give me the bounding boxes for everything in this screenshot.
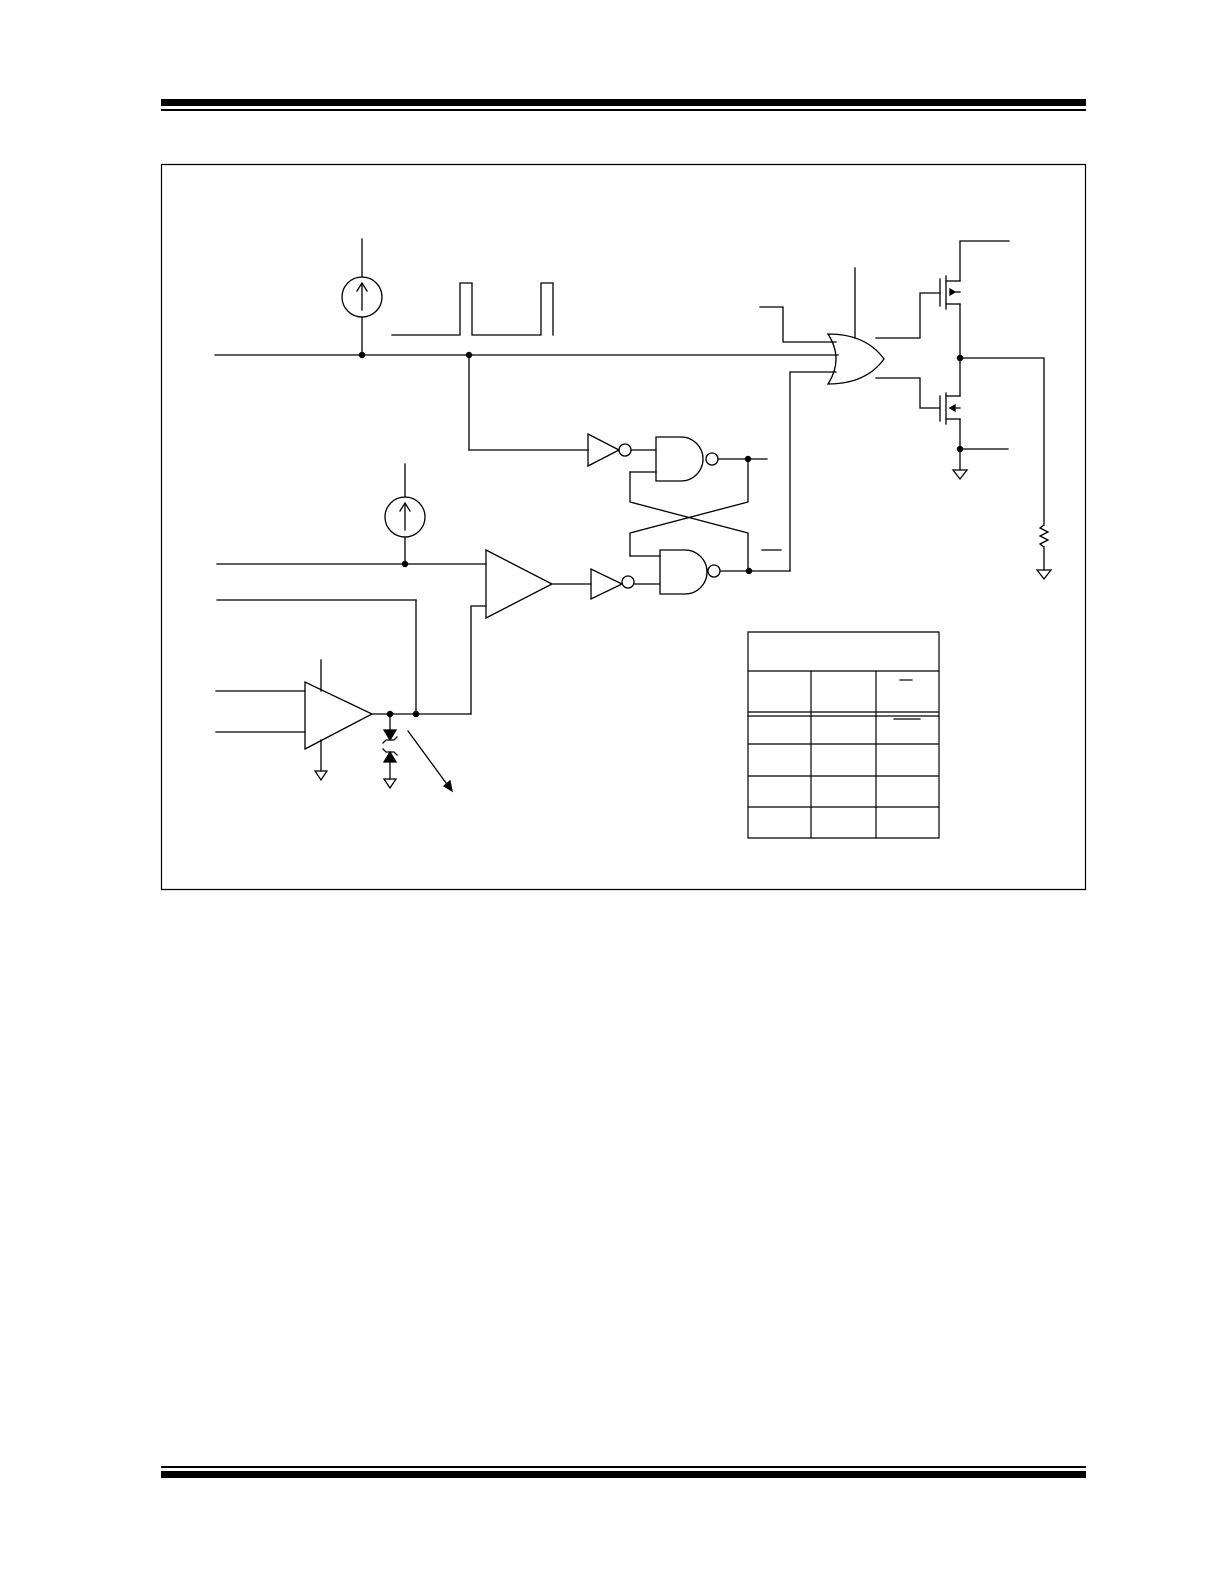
header-rule-thick [161, 99, 1086, 106]
amplifier-lower [216, 660, 471, 780]
pmos-transistor [876, 241, 1009, 338]
current-source-top [342, 239, 382, 355]
clock-waveform [392, 283, 553, 335]
zener-diode-pair [383, 714, 397, 788]
nand-gate-lower [630, 550, 790, 594]
inverter-upper [469, 355, 656, 466]
latch-cross-coupling [630, 459, 748, 571]
truth-table [748, 632, 939, 838]
current-source-middle [385, 464, 425, 567]
footer-rule-thick [161, 1471, 1086, 1478]
comparator [217, 550, 591, 714]
top-input-wire [215, 352, 838, 357]
inverter-lower [591, 569, 660, 599]
output-node [957, 304, 1051, 579]
or-gate [760, 268, 884, 571]
nand-gate-upper [630, 437, 767, 481]
figure-frame [162, 165, 1086, 890]
footer-rule-thin [161, 1466, 1086, 1468]
nmos-transistor [876, 378, 1008, 479]
callout-arrow [408, 731, 452, 791]
header-rule-thin [161, 109, 1086, 111]
